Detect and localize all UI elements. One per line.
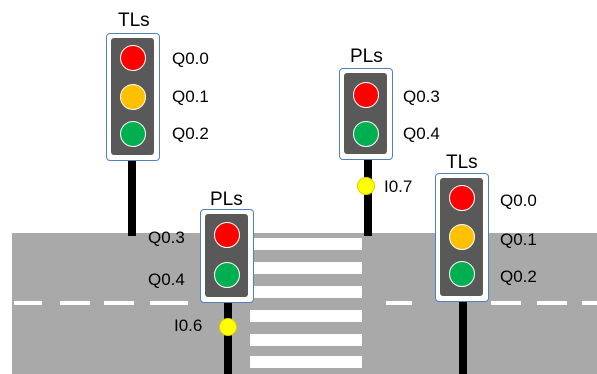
- lane-marking: [14, 301, 42, 305]
- traffic-light-left-amber-lamp: [120, 84, 146, 110]
- traffic-light-right-green-label: Q0.2: [500, 267, 537, 286]
- traffic-light-right-title: TLs: [446, 152, 478, 173]
- pedestrian-button-top-label: I0.7: [384, 177, 413, 196]
- lane-marking: [537, 301, 567, 305]
- traffic-light-right-green-lamp: [449, 261, 475, 287]
- pedestrian-light-bottom-red-label: Q0.3: [148, 228, 185, 247]
- pedestrian-button-top-sensor: [357, 177, 375, 195]
- crosswalk-stripe: [250, 262, 362, 274]
- crosswalk-stripe: [250, 310, 362, 322]
- pedestrian-light-bottom-green-lamp: [214, 262, 240, 288]
- crosswalk-stripe: [250, 356, 362, 368]
- pedestrian-light-bottom-red-lamp: [214, 222, 240, 248]
- pedestrian-light-bottom-green-label: Q0.4: [148, 270, 185, 289]
- lane-marking: [491, 301, 521, 305]
- pedestrian-light-bottom-pole: [224, 302, 232, 374]
- pedestrian-light-top-title: PLs: [350, 46, 383, 67]
- pedestrian-light-bottom-title: PLs: [210, 189, 243, 210]
- crosswalk-stripe: [250, 238, 362, 250]
- pedestrian-light-top-green-lamp: [353, 121, 379, 147]
- lane-marking: [582, 301, 597, 305]
- crosswalk-stripe: [250, 286, 362, 298]
- pedestrian-light-top-red-lamp: [353, 82, 379, 108]
- traffic-light-left-green-label: Q0.2: [172, 124, 209, 143]
- traffic-light-right-pole: [459, 300, 467, 374]
- traffic-light-right-red-lamp: [449, 185, 475, 211]
- pedestrian-button-bottom-sensor: [219, 318, 237, 336]
- traffic-light-right-amber-label: Q0.1: [500, 230, 537, 249]
- pedestrian-light-top-green-label: Q0.4: [403, 124, 440, 143]
- lane-marking: [104, 301, 134, 305]
- lane-marking: [60, 301, 90, 305]
- traffic-light-left-red-label: Q0.0: [172, 49, 209, 68]
- traffic-light-left-pole: [128, 160, 136, 236]
- crosswalk-stripe: [250, 334, 362, 346]
- traffic-light-right-amber-lamp: [449, 224, 475, 250]
- pedestrian-light-top-pole: [364, 158, 372, 236]
- traffic-light-right-red-label: Q0.0: [500, 191, 537, 210]
- pedestrian-light-top-red-label: Q0.3: [403, 87, 440, 106]
- traffic-light-left-green-lamp: [120, 121, 146, 147]
- traffic-light-left-title: TLs: [118, 10, 150, 31]
- lane-marking: [386, 301, 412, 305]
- pedestrian-button-bottom-label: I0.6: [174, 316, 203, 335]
- traffic-light-left-red-lamp: [120, 45, 146, 71]
- traffic-light-left-amber-label: Q0.1: [172, 87, 209, 106]
- lane-marking: [150, 301, 188, 305]
